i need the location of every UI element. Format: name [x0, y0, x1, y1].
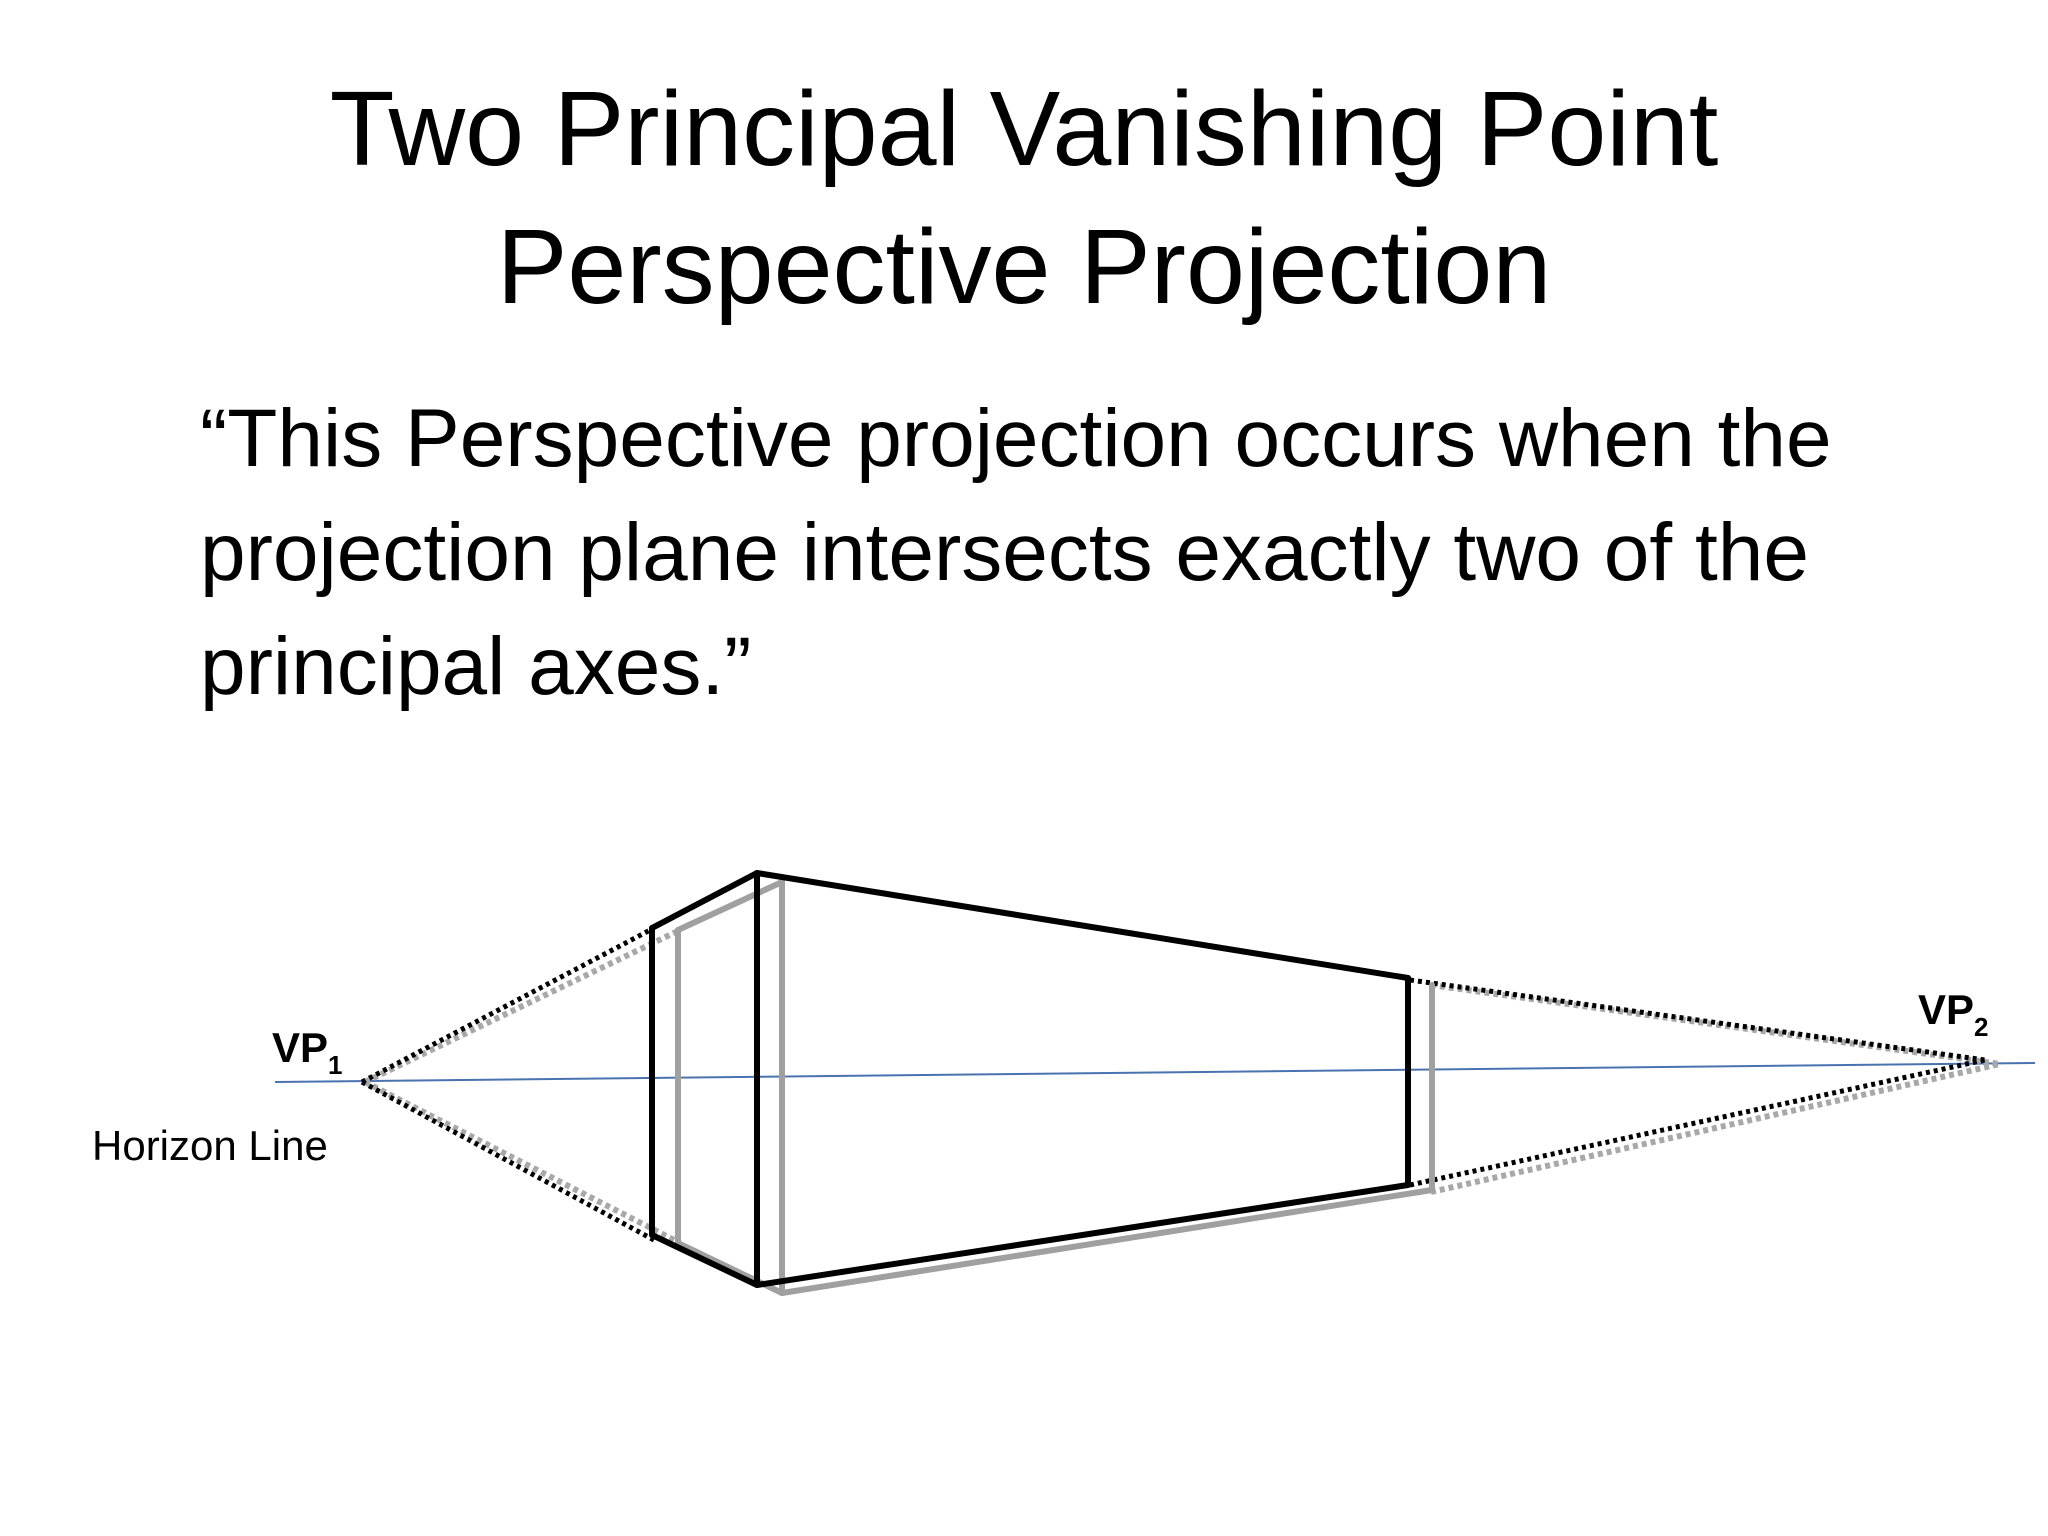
vp1-guide-lower	[360, 1079, 656, 1243]
vp1-label: VP1	[272, 1024, 343, 1080]
vp2-construction-lines-light	[1430, 982, 2001, 1195]
vp2-guide-upper-light	[1430, 982, 2001, 1067]
box-bottom-left-edge	[649, 1232, 760, 1288]
vp2-guide-lower-light	[1430, 1061, 2001, 1195]
box-top-left-edge	[649, 870, 760, 931]
vp2-guide-upper	[1409, 977, 1986, 1063]
vp1-guide-upper	[360, 925, 656, 1085]
vp2-label-text: VP	[1918, 986, 1974, 1033]
vp1-label-subscript: 1	[328, 1050, 342, 1080]
horizon-line	[274, 1062, 2036, 1083]
shadow-bottom-right-edge	[779, 1187, 1435, 1296]
box-edges	[649, 870, 1411, 1288]
slide-title: Two Principal Vanishing Point Perspectiv…	[0, 60, 2048, 336]
vp2-guide-lower	[1409, 1057, 1986, 1188]
box-shadow-edges	[675, 879, 1435, 1296]
vp1-guide-lower-light	[363, 1079, 682, 1246]
box-bottom-right-edge	[754, 1182, 1411, 1288]
vp1-label-text: VP	[272, 1024, 328, 1071]
title-line-2: Perspective Projection	[496, 208, 1552, 326]
shadow-top-left-edge	[675, 879, 785, 933]
vp1-construction-lines-dark	[360, 925, 656, 1243]
vp2-construction-lines-dark	[1409, 977, 1986, 1188]
box-top-right-edge	[754, 870, 1411, 981]
title-line-1: Two Principal Vanishing Point	[329, 70, 1719, 188]
vp1-guide-upper-light	[363, 927, 682, 1085]
vp1-construction-lines-light	[363, 927, 682, 1246]
vp2-label: VP2	[1918, 986, 1989, 1042]
horizon-line-label: Horizon Line	[92, 1122, 328, 1169]
vp2-label-subscript: 2	[1974, 1012, 1988, 1042]
definition-quote: “This Perspective projection occurs when…	[200, 393, 1832, 712]
